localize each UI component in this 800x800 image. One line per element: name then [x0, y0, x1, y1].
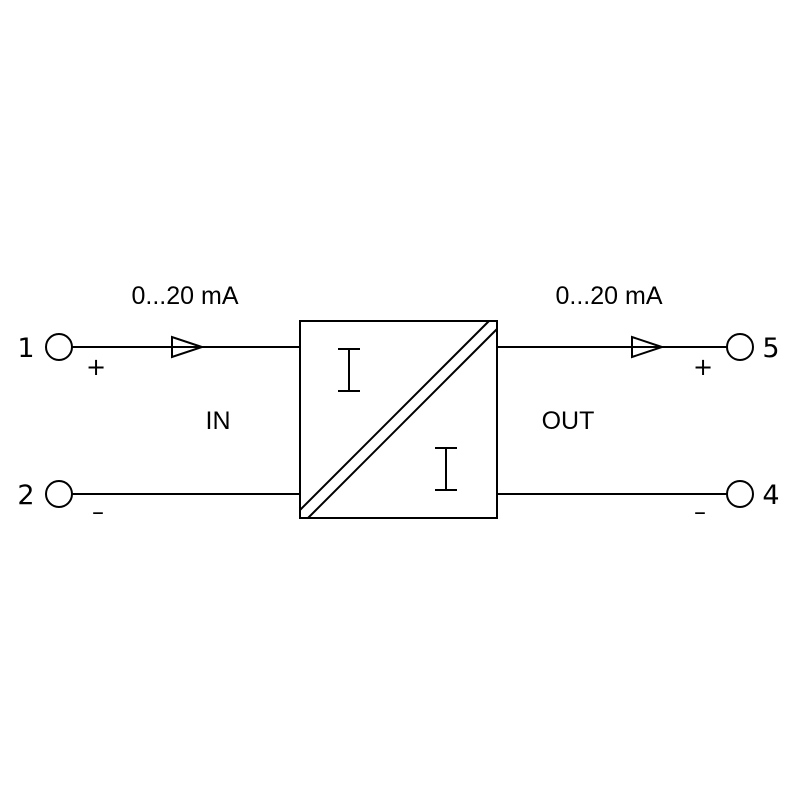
converter-block	[299, 320, 498, 519]
terminal-4-label: 4	[762, 480, 779, 511]
output-side: 0...20 mA 5 + OUT 4 –	[497, 282, 780, 526]
output-label: OUT	[542, 407, 595, 435]
output-current-symbol	[435, 447, 457, 491]
terminal-1	[45, 333, 73, 361]
isolation-diagonal-line-1	[299, 320, 490, 511]
input-negative-sign: –	[92, 498, 104, 526]
input-positive-sign: +	[86, 353, 106, 381]
output-current-arrow	[631, 335, 666, 359]
input-side: 0...20 mA 1 + IN 2 –	[17, 282, 300, 526]
input-label: IN	[206, 407, 231, 435]
output-negative-sign: –	[694, 498, 706, 526]
output-current-range: 0...20 mA	[556, 282, 663, 310]
output-positive-sign: +	[693, 353, 713, 381]
terminal-4	[726, 480, 754, 508]
input-current-symbol	[338, 348, 360, 392]
input-current-arrow	[171, 335, 206, 359]
converter-box	[299, 320, 498, 519]
terminal-2-label: 2	[17, 480, 34, 511]
terminal-5-label: 5	[762, 333, 779, 364]
terminal-1-label: 1	[17, 333, 34, 364]
input-current-range: 0...20 mA	[132, 282, 239, 310]
isolation-diagonal-line-2	[307, 328, 498, 519]
terminal-5	[726, 333, 754, 361]
terminal-2	[45, 480, 73, 508]
